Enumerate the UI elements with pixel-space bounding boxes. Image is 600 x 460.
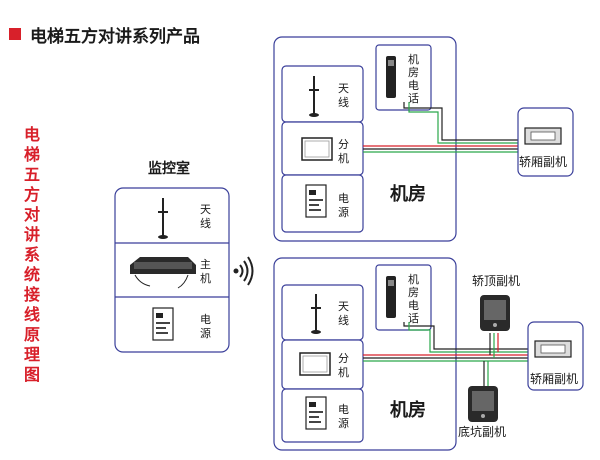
monitor-host-label-1: 主 (200, 258, 211, 271)
room2-power-label-2: 源 (338, 417, 349, 430)
wires-room-1 (363, 102, 518, 153)
machine-room-2 (273, 257, 457, 451)
room2-phone-label-3: 电 (408, 299, 419, 312)
splitter-icon (299, 352, 331, 376)
room2-title: 机房 (390, 400, 426, 421)
room1-title: 机房 (390, 184, 426, 205)
side-title-char: 讲 (23, 225, 40, 244)
pit-sub-label: 底坑副机 (458, 425, 507, 439)
room1-phone-label-3: 电 (408, 79, 419, 92)
car-sub-1-label: 轿厢副机 (519, 155, 568, 169)
room2-phone-label-1: 机 (408, 273, 419, 286)
room1-antenna-label-1: 天 (338, 82, 349, 95)
room2-antenna-label-1: 天 (338, 300, 349, 313)
power-supply-icon (152, 307, 174, 341)
power-supply-icon (305, 396, 327, 430)
room1-antenna-label-2: 线 (338, 96, 349, 109)
side-title-char: 系 (23, 245, 40, 264)
side-title-char: 方 (23, 185, 40, 204)
side-title-char: 图 (23, 365, 40, 384)
room1-power-label-1: 电 (338, 192, 349, 205)
room2-phone-label-4: 话 (408, 312, 419, 325)
side-title-char: 原 (23, 325, 40, 344)
room2-antenna-label-2: 线 (338, 314, 349, 327)
antenna-icon (309, 76, 319, 117)
room1-power-label-2: 源 (338, 206, 349, 219)
side-title-char: 对 (23, 205, 40, 224)
monitor-room-title: 监控室 (148, 161, 190, 177)
room1-phone-label-4: 话 (408, 92, 419, 105)
car-top-sub-label: 轿顶副机 (472, 274, 521, 288)
car-sub-device-1 (517, 107, 574, 177)
page-title: 电梯五方对讲系列产品 (30, 27, 200, 47)
car-sub-device-2 (527, 321, 584, 391)
side-title-char: 线 (23, 305, 40, 324)
room2-splitter-label-2: 机 (338, 366, 349, 379)
splitter-icon (301, 137, 333, 161)
room2-splitter-label-1: 分 (338, 352, 349, 365)
monitor-power-label-1: 电 (200, 313, 211, 326)
antenna-icon (158, 198, 168, 239)
machine-room-phone-icon (386, 276, 396, 318)
host-device-icon (130, 257, 196, 289)
side-title-char: 五 (23, 165, 40, 184)
wires-room-2 (363, 322, 528, 388)
wireless-signal-icon (233, 256, 254, 286)
monitor-antenna-label-1: 天 (200, 203, 211, 216)
machine-room-phone-icon (386, 56, 396, 98)
monitor-antenna-label-2: 线 (200, 217, 211, 230)
car-top-sub-device (480, 295, 510, 331)
antenna-icon (311, 294, 321, 334)
room1-splitter-label-1: 分 (338, 138, 349, 151)
monitor-host-label-2: 机 (200, 272, 211, 285)
room2-power-label-1: 电 (338, 403, 349, 416)
header-square-icon (9, 28, 21, 40)
room1-splitter-label-2: 机 (338, 152, 349, 165)
monitor-room (114, 187, 230, 353)
pit-sub-device (468, 386, 498, 422)
machine-room-1 (273, 36, 457, 242)
room1-phone-label-2: 房 (408, 66, 419, 79)
monitor-power-label-2: 源 (200, 327, 211, 340)
side-title-char: 电 (23, 125, 40, 144)
room1-phone-label-1: 机 (408, 53, 419, 66)
side-title-char: 理 (23, 345, 40, 364)
car-sub-2-label: 轿厢副机 (530, 372, 579, 386)
side-title-char: 梯 (23, 145, 40, 164)
power-supply-icon (305, 184, 327, 218)
side-title-char: 统 (23, 265, 40, 284)
side-title-char: 接 (23, 285, 40, 304)
room2-phone-label-2: 房 (408, 286, 419, 299)
